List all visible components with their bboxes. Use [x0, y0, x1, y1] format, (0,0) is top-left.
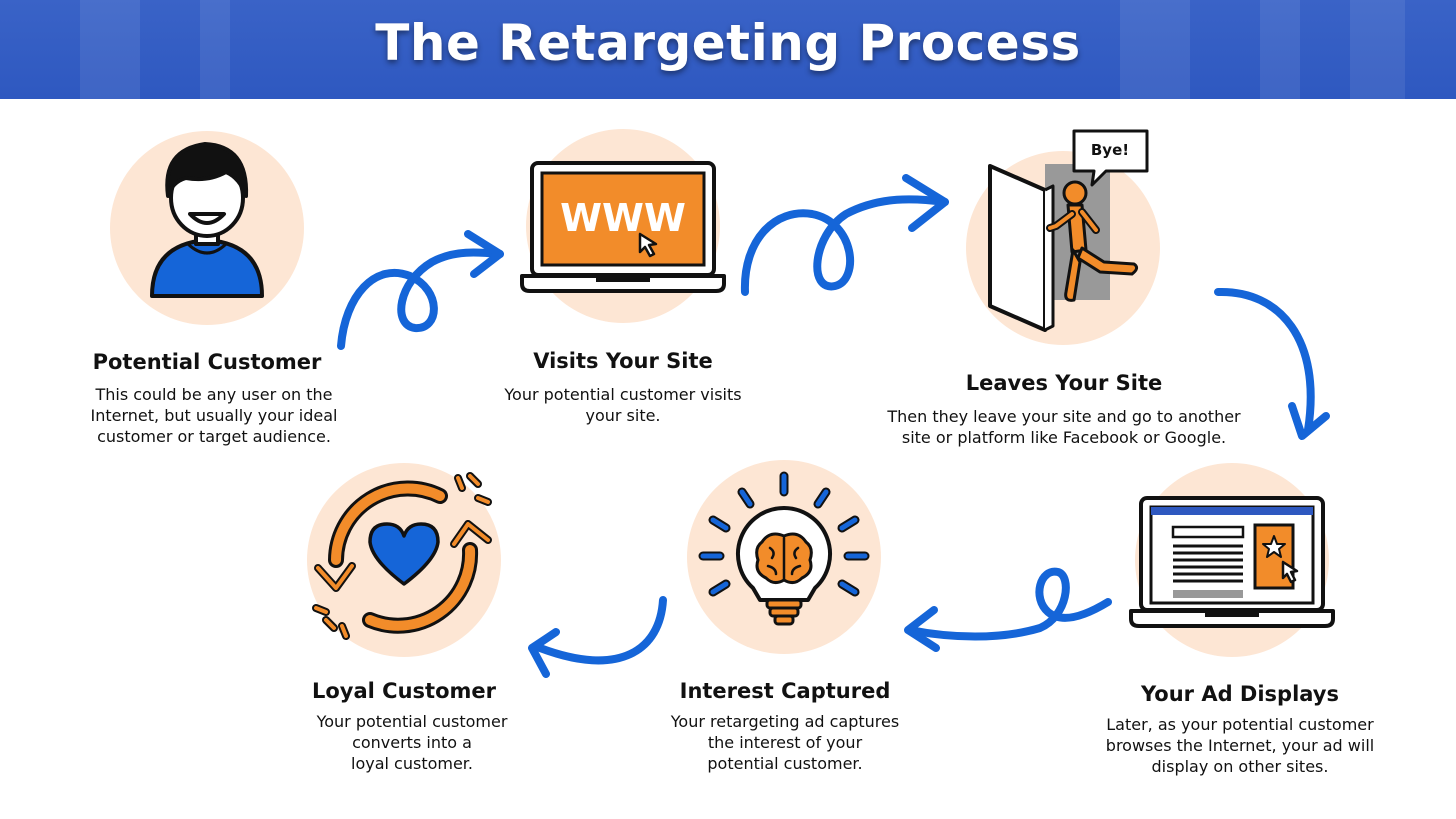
step4-title: Your Ad Displays [1141, 682, 1339, 706]
step5-desc: Your retargeting ad captures the interes… [670, 712, 900, 773]
step3-title: Leaves Your Site [965, 371, 1163, 395]
arrow-4-5-head [904, 606, 940, 652]
arrow-5-6-head [528, 628, 560, 678]
step6-desc: Your potential customer converts into a … [316, 712, 508, 773]
step2-title: Visits Your Site [533, 349, 713, 373]
header-banner: The Retargeting Process [0, 0, 1456, 99]
laptop-ad-icon [1129, 496, 1335, 628]
step1-desc: This could be any user on the Internet, … [90, 385, 338, 446]
heart-cycle-icon [312, 472, 492, 640]
arrow-1-2-head [464, 230, 504, 278]
lightbulb-brain-icon [698, 471, 870, 626]
laptop-www-icon: WWW [520, 161, 726, 293]
arrow-2-3 [740, 195, 949, 296]
step1-title: Potential Customer [92, 350, 322, 374]
arrow-3-4-head [1288, 402, 1330, 440]
step6-title: Loyal Customer [312, 679, 496, 703]
step3-desc: Then they leave your site and go to anot… [887, 407, 1241, 447]
arrow-2-3-head [902, 174, 949, 232]
arrow-4-5 [906, 567, 1112, 641]
step5-title: Interest Captured [679, 679, 891, 703]
step2-desc: Your potential customer visits your site… [504, 385, 742, 425]
page-title: The Retargeting Process [375, 14, 1081, 72]
person-icon [150, 142, 264, 298]
bye-text: Bye! [1091, 141, 1129, 159]
exit-door-icon: Bye! [988, 129, 1149, 332]
arrow-5-6 [536, 596, 667, 665]
www-text: WWW [560, 196, 686, 240]
arrow-1-2 [337, 248, 504, 350]
step4-desc: Later, as your potential customer browse… [1105, 715, 1375, 776]
speech-bubble: Bye! [1072, 129, 1149, 187]
arrow-3-4 [1214, 287, 1315, 434]
